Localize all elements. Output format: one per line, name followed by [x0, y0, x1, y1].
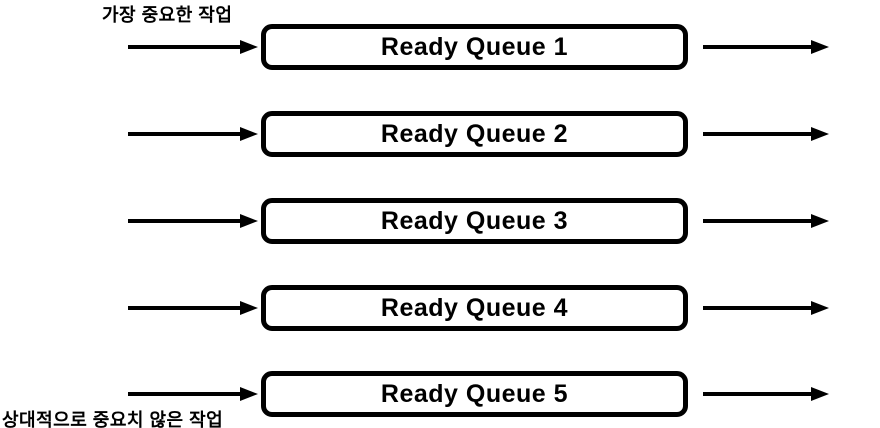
- queue-label: Ready Queue 4: [380, 293, 569, 322]
- top-priority-label: 가장 중요한 작업: [102, 5, 233, 25]
- queue-row-4: Ready Queue 4: [0, 285, 880, 331]
- arrow-shaft: [703, 132, 813, 136]
- outgoing-arrow-icon: [703, 387, 829, 401]
- arrow-head: [811, 387, 829, 401]
- incoming-arrow-icon: [128, 301, 258, 315]
- incoming-arrow-icon: [128, 127, 258, 141]
- arrow-shaft: [128, 306, 242, 310]
- queue-label: Ready Queue 3: [380, 206, 569, 235]
- arrow-head: [240, 387, 258, 401]
- arrow-head: [240, 40, 258, 54]
- arrow-shaft: [128, 132, 242, 136]
- arrow-head: [811, 301, 829, 315]
- queue-row-3: Ready Queue 3: [0, 198, 880, 244]
- queue-row-1: Ready Queue 1: [0, 24, 880, 70]
- outgoing-arrow-icon: [703, 127, 829, 141]
- queue-box-5: Ready Queue 5: [261, 371, 688, 417]
- outgoing-arrow-icon: [703, 214, 829, 228]
- queue-box-2: Ready Queue 2: [261, 111, 688, 157]
- incoming-arrow-icon: [128, 40, 258, 54]
- queue-label: Ready Queue 1: [380, 32, 569, 61]
- arrow-shaft: [703, 45, 813, 49]
- arrow-head: [240, 214, 258, 228]
- queue-box-1: Ready Queue 1: [261, 24, 688, 70]
- arrow-shaft: [703, 219, 813, 223]
- queue-row-2: Ready Queue 2: [0, 111, 880, 157]
- arrow-head: [240, 301, 258, 315]
- arrow-shaft: [128, 392, 242, 396]
- queue-box-3: Ready Queue 3: [261, 198, 688, 244]
- arrow-head: [811, 127, 829, 141]
- queue-label: Ready Queue 5: [380, 379, 569, 408]
- queue-row-5: Ready Queue 5: [0, 371, 880, 417]
- arrow-shaft: [128, 45, 242, 49]
- bottom-priority-label: 상대적으로 중요치 않은 작업: [2, 410, 224, 428]
- arrow-shaft: [128, 219, 242, 223]
- queue-label: Ready Queue 2: [380, 119, 569, 148]
- arrow-shaft: [703, 306, 813, 310]
- arrow-head: [811, 214, 829, 228]
- queue-box-4: Ready Queue 4: [261, 285, 688, 331]
- arrow-head: [811, 40, 829, 54]
- outgoing-arrow-icon: [703, 40, 829, 54]
- incoming-arrow-icon: [128, 214, 258, 228]
- outgoing-arrow-icon: [703, 301, 829, 315]
- arrow-head: [240, 127, 258, 141]
- arrow-shaft: [703, 392, 813, 396]
- incoming-arrow-icon: [128, 387, 258, 401]
